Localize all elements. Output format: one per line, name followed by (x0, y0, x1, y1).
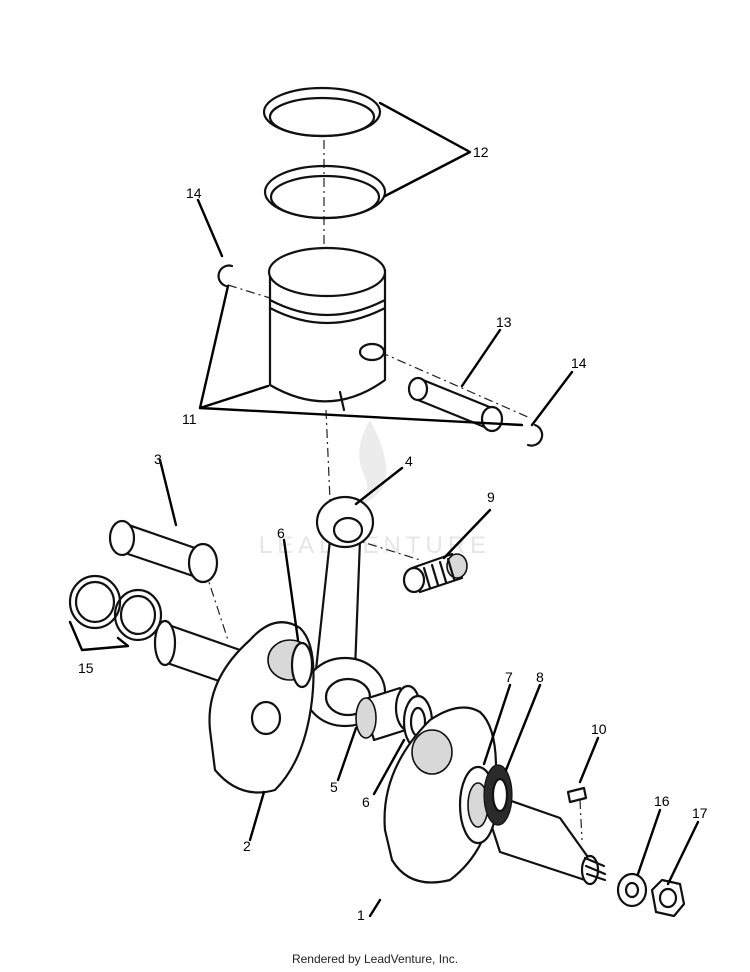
footer-credit: Rendered by LeadVenture, Inc. (291, 952, 459, 966)
connecting-rod (303, 495, 387, 728)
callout-6-lower: 6 (362, 794, 370, 810)
main-bearing-3 (108, 519, 219, 584)
callout-11: 11 (182, 411, 197, 427)
callout-5: 5 (330, 779, 338, 795)
callout-6-upper: 6 (277, 525, 285, 541)
nut-17 (650, 878, 686, 918)
callout-labels: 12 14 11 13 14 3 4 6 9 15 2 5 6 7 8 10 1… (78, 144, 708, 923)
callout-16: 16 (654, 793, 670, 809)
callout-1: 1 (357, 907, 365, 923)
shims-15 (68, 574, 163, 642)
callout-12: 12 (473, 144, 489, 160)
leader-lines (68, 101, 700, 918)
washer-16 (616, 872, 648, 908)
callout-17: 17 (692, 805, 708, 821)
callout-3: 3 (154, 451, 162, 467)
crankshaft-left-half (153, 619, 315, 794)
piston-pin (407, 376, 504, 433)
callout-8: 8 (536, 669, 544, 685)
piston-rings (262, 86, 387, 220)
callout-14-right: 14 (571, 355, 587, 371)
callout-15: 15 (78, 660, 94, 676)
callout-9: 9 (487, 489, 495, 505)
callout-13: 13 (496, 314, 512, 330)
callout-7: 7 (505, 669, 513, 685)
piston (267, 246, 387, 412)
callout-10: 10 (591, 721, 607, 737)
callout-14-left: 14 (186, 185, 202, 201)
callout-2: 2 (243, 838, 251, 854)
oil-seal-8 (483, 764, 513, 826)
small-end-needle-bearing (402, 552, 468, 594)
woodruff-key (566, 786, 588, 804)
piston-pin-circlips (217, 264, 544, 447)
callout-4: 4 (405, 453, 413, 469)
